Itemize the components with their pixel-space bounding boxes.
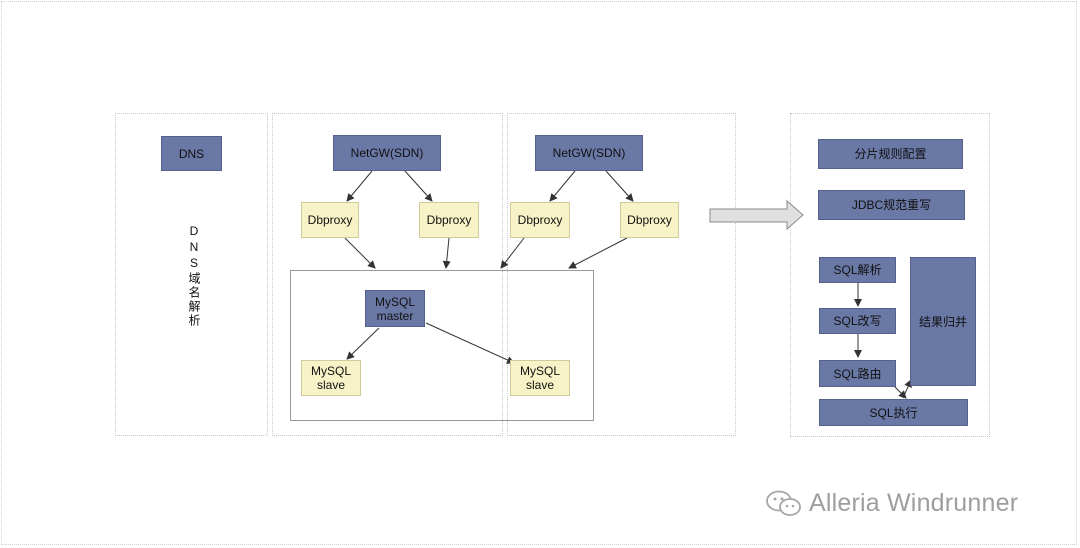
mysql-slave-right-box: MySQL slave — [510, 360, 570, 396]
watermark-text: Alleria Windrunner — [809, 488, 1019, 517]
shard-config-box: 分片规则配置 — [818, 139, 963, 169]
big-right-arrow — [709, 199, 804, 231]
mysql-master-label: MySQL master — [374, 294, 415, 323]
result-merge-label: 结果归并 — [918, 314, 967, 329]
netgw-a-box: NetGW(SDN) — [333, 135, 441, 171]
sql-rewrite-box: SQL改写 — [819, 308, 896, 334]
dns-box: DNS — [161, 136, 222, 171]
mysql-cluster-box — [290, 270, 594, 421]
dbproxy-b1-box: Dbproxy — [510, 202, 570, 238]
shard-config-label: 分片规则配置 — [854, 147, 927, 161]
result-merge-box: 结果归并 — [910, 257, 976, 386]
sql-execute-box: SQL执行 — [819, 399, 968, 426]
sql-parse-label: SQL解析 — [833, 263, 882, 277]
arrow-netgw-b-to-dbproxy-b2 — [605, 170, 634, 202]
dbproxy-a1-box: Dbproxy — [301, 202, 359, 238]
mysql-slave-left-label: MySQL slave — [310, 364, 351, 392]
netgw-b-box: NetGW(SDN) — [535, 135, 643, 171]
dns-resolution-label: DNS域名解析 — [187, 224, 201, 328]
sharding-panel — [790, 113, 990, 437]
dns-box-label: DNS — [178, 146, 205, 161]
arrow-master-to-slave-right — [425, 322, 515, 364]
arrow-dbproxy-a1-to-mysql — [344, 237, 376, 269]
jdbc-rewrite-label: JDBC规范重写 — [851, 198, 932, 212]
mysql-master-box: MySQL master — [365, 290, 425, 327]
arrow-netgw-a-to-dbproxy-a1 — [346, 170, 373, 202]
dbproxy-a2-label: Dbproxy — [426, 213, 472, 227]
dbproxy-b2-label: Dbproxy — [627, 213, 672, 227]
sql-route-label: SQL路由 — [833, 366, 882, 381]
dbproxy-a2-box: Dbproxy — [419, 202, 479, 238]
sql-execute-label: SQL执行 — [869, 405, 918, 420]
sql-rewrite-label: SQL改写 — [833, 314, 882, 328]
cluster-b-panel — [507, 113, 736, 436]
mysql-slave-left-box: MySQL slave — [301, 360, 361, 396]
arrow-route-to-execute — [894, 386, 907, 399]
watermark: Alleria Windrunner — [765, 486, 1018, 520]
arrow-dbproxy-b2-to-mysql — [568, 237, 628, 269]
dns-panel — [115, 113, 268, 436]
sql-parse-box: SQL解析 — [819, 257, 896, 283]
arrow-netgw-b-to-dbproxy-b1 — [549, 170, 576, 202]
dbproxy-b1-label: Dbproxy — [517, 213, 563, 227]
netgw-b-label: NetGW(SDN) — [552, 146, 626, 160]
jdbc-rewrite-box: JDBC规范重写 — [818, 190, 965, 220]
sql-route-box: SQL路由 — [819, 360, 896, 387]
arrow-dbproxy-b1-to-mysql — [500, 237, 525, 269]
dbproxy-b2-box: Dbproxy — [620, 202, 679, 238]
arrow-execute-to-merge — [902, 379, 912, 399]
mysql-slave-right-label: MySQL slave — [519, 364, 560, 392]
dbproxy-a1-label: Dbproxy — [307, 213, 353, 227]
arrow-netgw-a-to-dbproxy-a2 — [404, 170, 433, 202]
cluster-a-panel — [272, 113, 503, 436]
arrow-master-to-slave-left — [346, 327, 380, 360]
netgw-a-label: NetGW(SDN) — [350, 146, 424, 160]
wechat-icon — [766, 490, 801, 516]
arrow-dbproxy-a2-to-mysql — [442, 237, 451, 269]
